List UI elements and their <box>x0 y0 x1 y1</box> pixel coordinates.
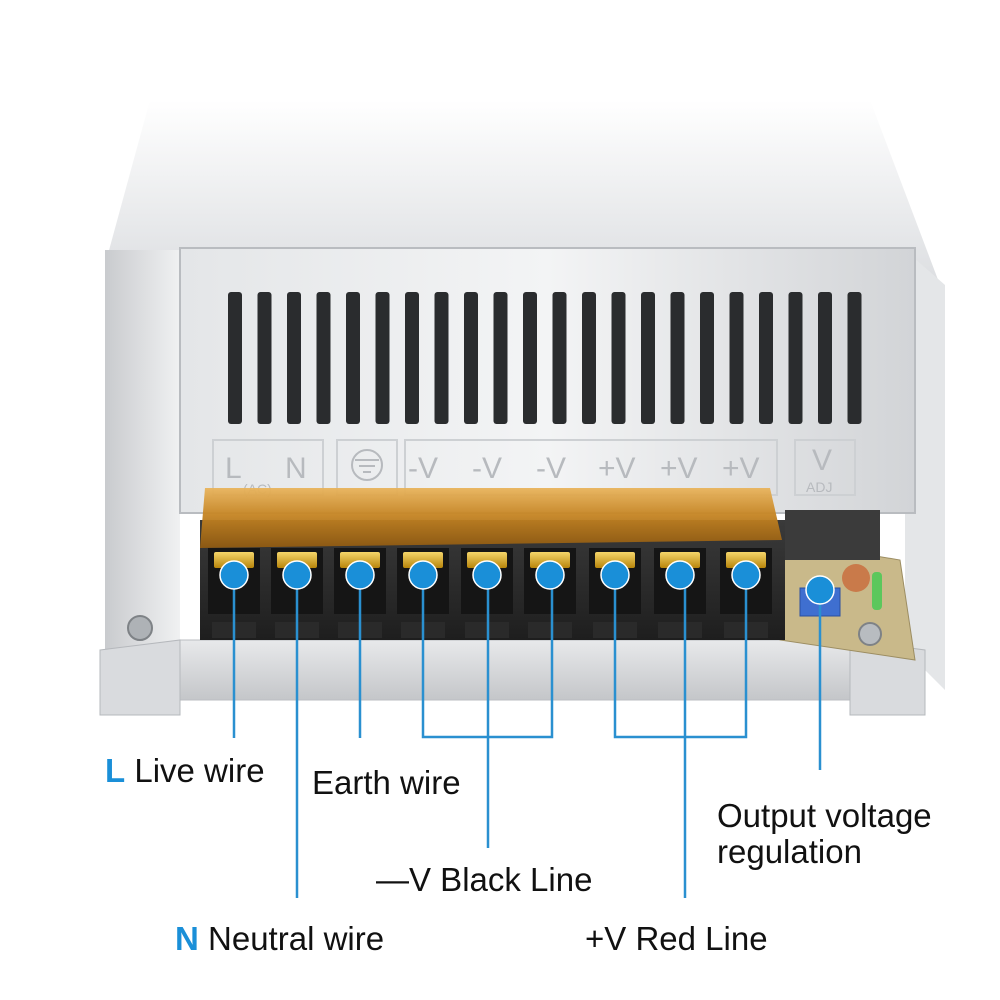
callout-dot-marker <box>535 560 565 590</box>
label-earth-wire: Earth wire <box>312 766 461 799</box>
callout-dot-marker <box>408 560 438 590</box>
terminal-screw-plus-v-2 <box>660 552 700 568</box>
vent-slot <box>405 292 419 424</box>
label-output-voltage-regulation: Output voltage regulation <box>717 797 932 871</box>
terminal-screw-L <box>214 552 254 568</box>
marking-plus-v: +V <box>660 452 698 485</box>
chassis-top <box>105 100 940 285</box>
label-plus-v-red-line: +V Red Line <box>585 922 768 955</box>
callout-dot-marker <box>600 560 630 590</box>
left-foot <box>99 639 181 716</box>
vent-slot <box>582 292 596 424</box>
callout-dot-marker <box>219 560 249 590</box>
vent-slot <box>287 292 301 424</box>
terminal-screw-earth <box>340 552 380 568</box>
marking-adj-v: V <box>812 444 832 477</box>
terminal-screw-plus-v-3 <box>726 552 766 568</box>
callout-bracket-plus-v <box>613 575 748 739</box>
terminal-tab-plus-v-2 <box>658 622 702 638</box>
mount-screw-left <box>127 615 153 641</box>
marking-ac-l: L <box>225 452 242 485</box>
label-neutral-text: Neutral wire <box>208 920 385 957</box>
callout-dot-marker <box>282 560 312 590</box>
label-plus-v-text: +V Red Line <box>585 920 768 957</box>
terminal-screw-minus-v-3 <box>530 552 570 568</box>
callout-dot-marker <box>665 560 695 590</box>
bottom-rail <box>179 639 851 701</box>
vent-slot <box>228 292 242 424</box>
terminal-screw-minus-v-1 <box>403 552 443 568</box>
marking-plus-v: +V <box>598 452 636 485</box>
vent-slot <box>759 292 773 424</box>
callout-dot-marker <box>805 575 835 605</box>
pcb-screw <box>858 622 882 646</box>
callout-dot-marker <box>472 560 502 590</box>
amber-insulator-cover <box>200 488 782 548</box>
label-output-line2: regulation <box>717 833 862 871</box>
callout-dot-marker <box>345 560 375 590</box>
vent-slot <box>818 292 832 424</box>
label-minus-v-text: —V Black Line <box>376 861 593 898</box>
vent-slot <box>257 292 272 424</box>
vent-slot <box>552 292 567 424</box>
vent-slot <box>788 292 803 424</box>
vent-slot <box>641 292 655 424</box>
vent-slot <box>375 292 390 424</box>
vent-slot <box>316 292 331 424</box>
marking-adj: ADJ <box>806 479 832 495</box>
label-live-wire: L Live wire <box>105 754 265 787</box>
panel-markings: L N (AC) -V -V -V +V +V +V V ADJ <box>212 439 856 497</box>
chassis-left-flange <box>105 250 180 650</box>
capacitor <box>842 564 870 592</box>
callout-lines <box>232 575 822 898</box>
marking-plus-v: +V <box>722 452 760 485</box>
vent-slot <box>847 292 862 424</box>
vent-slot <box>493 292 508 424</box>
marking-minus-v: -V <box>472 452 502 485</box>
label-live-text: Live wire <box>134 752 265 789</box>
callout-dot-marker <box>731 560 761 590</box>
terminal-screw-minus-v-2 <box>467 552 507 568</box>
vent-slot <box>434 292 449 424</box>
vent-slot <box>729 292 744 424</box>
label-output-line1: Output voltage <box>717 797 932 834</box>
label-minus-v-black-line: —V Black Line <box>376 863 592 896</box>
label-key-n: N <box>175 920 199 957</box>
marking-minus-v: -V <box>536 452 566 485</box>
terminal-screw-N <box>277 552 317 568</box>
pcb-dark-component <box>785 510 880 560</box>
label-neutral-wire: N Neutral wire <box>175 922 384 955</box>
label-earth-text: Earth wire <box>312 764 461 801</box>
vent-slot <box>670 292 685 424</box>
pcb-area <box>779 510 916 661</box>
vent-slot <box>700 292 714 424</box>
vent-slot <box>611 292 626 424</box>
terminal-screw-plus-v-1 <box>595 552 635 568</box>
led-indicator <box>872 572 882 610</box>
marking-minus-v: -V <box>408 452 438 485</box>
vent-slot <box>346 292 360 424</box>
callout-markers <box>219 560 835 605</box>
terminal-tab-minus-v-3 <box>528 622 572 638</box>
vent-slot <box>464 292 478 424</box>
ventilation-slots <box>228 292 862 424</box>
vent-slot <box>523 292 537 424</box>
label-key-l: L <box>105 752 126 789</box>
earth-symbol-icon <box>351 449 383 481</box>
marking-ac-n: N <box>285 452 307 485</box>
